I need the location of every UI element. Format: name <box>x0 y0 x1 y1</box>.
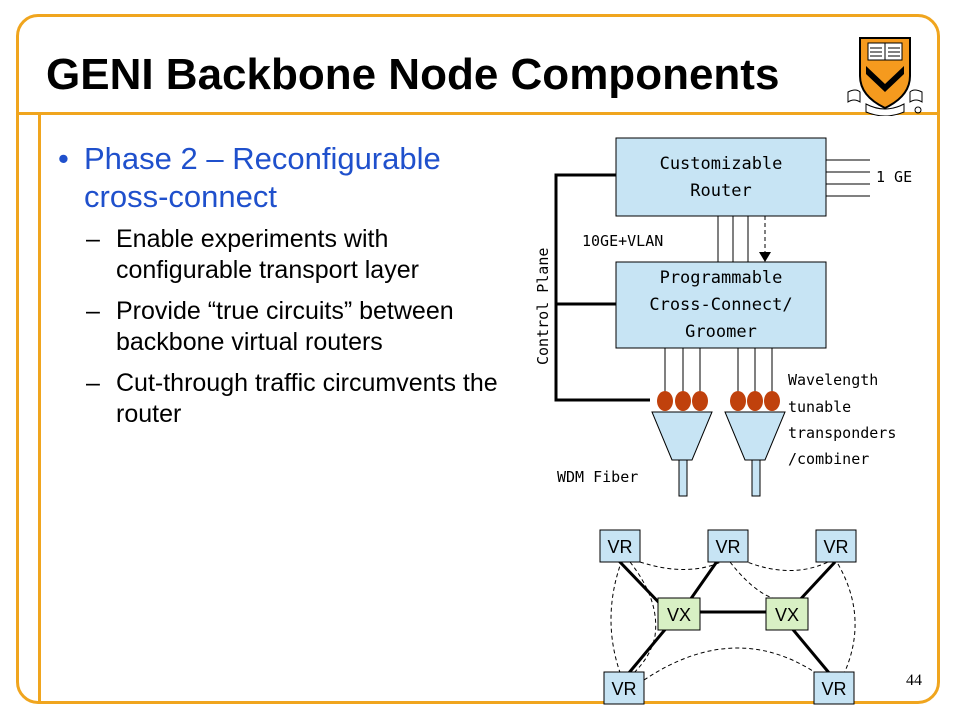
vr-top-right: VR <box>815 529 857 563</box>
svg-text:VR: VR <box>823 537 848 557</box>
sub-bullet: – Provide “true circuits” between backbo… <box>86 297 454 356</box>
ten-ge-label: 10GE+VLAN <box>582 232 663 250</box>
vr-bottom-left: VR <box>603 671 645 705</box>
control-plane-lines <box>554 173 650 402</box>
wdm-fiber-label: WDM Fiber <box>557 468 638 486</box>
svg-text:VX: VX <box>775 605 799 625</box>
bullet-dot: • <box>58 141 69 176</box>
svg-text:VR: VR <box>611 679 636 699</box>
gigabit-links <box>826 159 870 197</box>
title-divider <box>16 112 940 115</box>
sub-bullet-text: Enable experiments with configurable tra… <box>116 225 419 284</box>
vx-right: VX <box>765 597 809 631</box>
transponder-label-line1: Wavelength <box>788 371 878 389</box>
control-plane-label: Control Plane <box>534 248 552 365</box>
svg-text:VR: VR <box>821 679 846 699</box>
sub-bullet: – Enable experiments with configurable t… <box>86 225 419 284</box>
transponder-label-line2: tunable <box>788 398 851 416</box>
sub-bullet-text: Cut-through traffic circumvents the rout… <box>116 369 498 428</box>
svg-text:VR: VR <box>715 537 740 557</box>
main-bullet-text: Phase 2 – Reconfigurable cross-connect <box>84 141 441 214</box>
crossconnect-label-line1: Programmable <box>660 268 783 288</box>
crossconnect-label-line3: Groomer <box>685 322 757 342</box>
vr-top-left: VR <box>599 529 641 563</box>
svg-text:VX: VX <box>667 605 691 625</box>
transponder-label-line3: transponders <box>788 424 896 442</box>
svg-text:VR: VR <box>607 537 632 557</box>
main-bullet: • Phase 2 – Reconfigurable cross-connect <box>58 140 518 216</box>
one-ge-label: 1 GE <box>876 168 912 186</box>
vx-left: VX <box>657 597 701 631</box>
princeton-shield-icon <box>846 30 924 117</box>
sub-bullet: – Cut-through traffic circumvents the ro… <box>86 369 498 428</box>
cross-connect-box <box>615 261 827 349</box>
crossconnect-label-line2: Cross-Connect/ <box>649 295 792 315</box>
left-divider <box>38 114 41 704</box>
router-label-line2: Router <box>690 181 751 201</box>
transponder-label-line4: /combiner <box>788 450 869 468</box>
vr-bottom-right: VR <box>813 671 855 705</box>
page-number: 44 <box>906 672 922 689</box>
customizable-router-box <box>615 137 827 217</box>
slide-frame <box>16 14 940 704</box>
ten-ge-links <box>717 216 749 262</box>
arrow-head-icon <box>759 252 771 262</box>
transponders <box>657 391 780 411</box>
wdm-fibers <box>678 459 761 497</box>
router-label-line1: Customizable <box>660 154 783 174</box>
vr-top-mid: VR <box>707 529 749 563</box>
slide-title: GENI Backbone Node Components <box>46 50 780 99</box>
combiners <box>651 411 786 461</box>
sub-bullet-text: Provide “true circuits” between backbone… <box>116 297 454 356</box>
bullet-list: • Phase 2 – Reconfigurable cross-connect… <box>58 140 518 440</box>
